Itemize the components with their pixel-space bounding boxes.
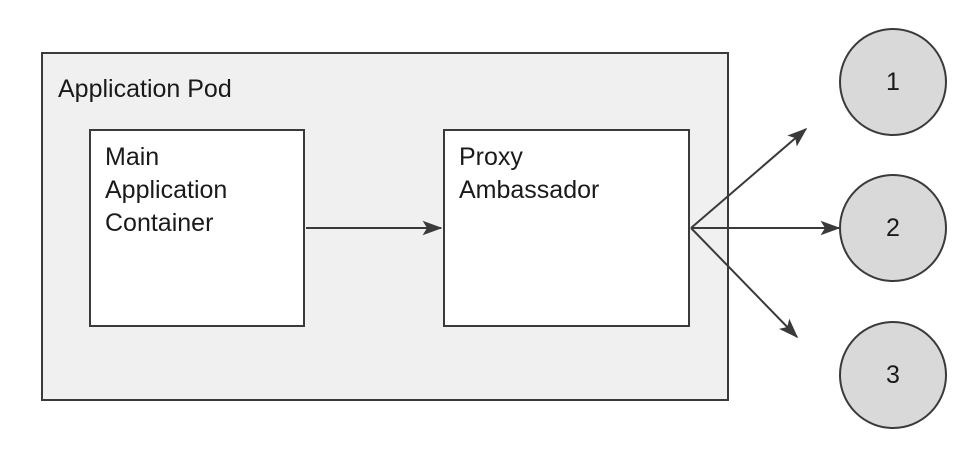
endpoint-circle-1[interactable]: 1 [839,28,947,136]
main-application-container-label: Main Application Container [105,143,228,237]
endpoint-circle-3[interactable]: 3 [839,321,947,429]
endpoint-2-label: 2 [886,213,900,242]
proxy-ambassador-label: Proxy Ambassador [459,143,600,204]
main-application-container-box[interactable]: Main Application Container [89,129,305,327]
endpoint-1-label: 1 [886,67,900,96]
endpoint-3-label: 3 [886,360,900,389]
application-pod-label: Application Pod [58,75,232,103]
proxy-ambassador-box[interactable]: Proxy Ambassador [443,129,690,327]
endpoint-circle-2[interactable]: 2 [839,174,947,282]
